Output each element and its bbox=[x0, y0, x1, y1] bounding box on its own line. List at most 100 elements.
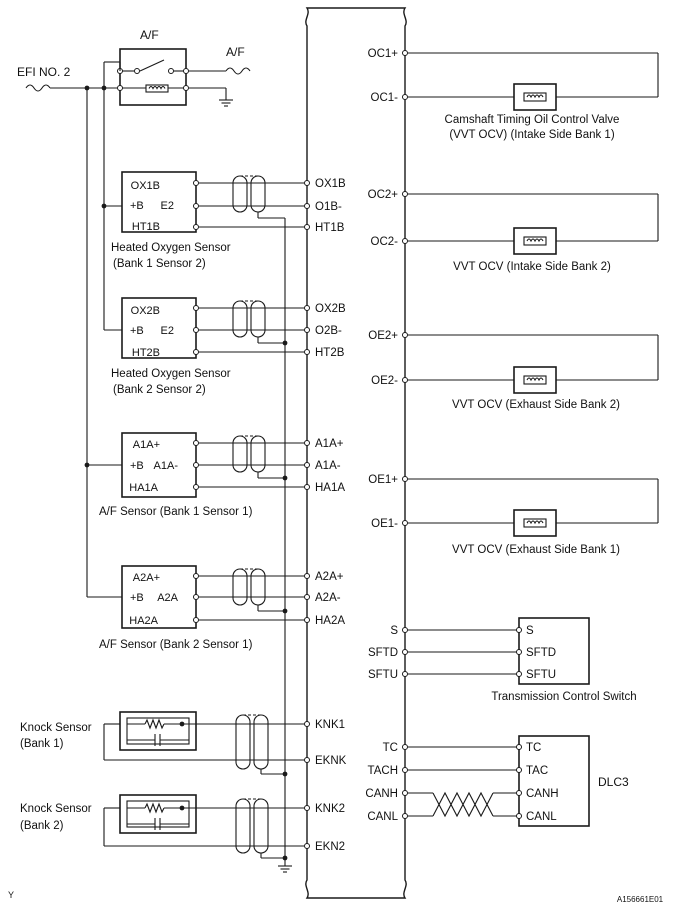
sensor-pin bbox=[193, 617, 199, 623]
switch-pin-label: S bbox=[526, 625, 534, 637]
ecm-pin-label: HT2B bbox=[315, 347, 345, 359]
sensor-name: Heated Oxygen Sensor bbox=[111, 368, 231, 380]
shield-icon bbox=[235, 714, 269, 770]
relay-contact-a bbox=[134, 68, 140, 74]
efi-fuse-icon bbox=[25, 84, 51, 92]
pin-label: OX2B bbox=[131, 305, 160, 317]
capacitor-icon bbox=[127, 818, 189, 830]
ocv-intake-bank2: OC2+ OC2- VVT OCV (Intake Side Bank 2) bbox=[368, 189, 659, 273]
switch-pin-label: SFTU bbox=[526, 669, 556, 681]
sensor-name: Heated Oxygen Sensor bbox=[111, 242, 231, 254]
pin-label: HA2A bbox=[129, 615, 158, 627]
pin-label: HT2B bbox=[132, 347, 160, 359]
plus-b-label: +B bbox=[130, 325, 144, 337]
pin-label: A1A+ bbox=[133, 439, 160, 451]
ecm-pin-label: OE1- bbox=[371, 518, 398, 530]
footer-left: Y bbox=[8, 890, 14, 900]
sensor-ho2-b1s2: OX1B E2 HT1B +B Heated Oxygen Sensor (Ba… bbox=[111, 171, 231, 270]
shield-icon bbox=[232, 175, 266, 213]
figure-code: A156661E01 bbox=[617, 895, 664, 904]
relay-contact-b bbox=[168, 68, 174, 74]
ecm-pin-label: CANL bbox=[367, 811, 398, 823]
pin-label: E2 bbox=[161, 200, 174, 212]
sensor-ho2-b2s2: OX2B E2 HT2B +B Heated Oxygen Sensor (Ba… bbox=[111, 297, 231, 396]
sensor-af-b2s1: A2A+ A2A HA2A +B A/F Sensor (Bank 2 Sens… bbox=[99, 565, 253, 651]
ocv-label: VVT OCV (Intake Side Bank 2) bbox=[453, 261, 611, 273]
sensor-pin bbox=[193, 594, 199, 600]
ecm-pin-label: HA1A bbox=[315, 482, 345, 494]
dlc3-pin-label: TAC bbox=[526, 765, 548, 777]
sensor-pin bbox=[193, 484, 199, 490]
ground-icon bbox=[219, 99, 233, 107]
ecm-pin-label: TC bbox=[383, 742, 398, 754]
ecm-pin-label: HT1B bbox=[315, 222, 345, 234]
relay-pin bbox=[183, 85, 189, 91]
relay-pin bbox=[117, 85, 123, 91]
sensor-pin bbox=[193, 573, 199, 579]
sensor-pin bbox=[193, 180, 199, 186]
ocv-label: Camshaft Timing Oil Control Valve bbox=[445, 114, 620, 126]
sensor-pin bbox=[193, 462, 199, 468]
ground-icon bbox=[278, 865, 292, 873]
relay-box bbox=[119, 48, 187, 106]
ocv-exhaust-bank2: OE2+ OE2- VVT OCV (Exhaust Side Bank 2) bbox=[368, 330, 659, 411]
capacitor-icon bbox=[127, 734, 189, 746]
ecm-pin-label: OE2+ bbox=[368, 330, 398, 342]
ecm-pin-label: OC2- bbox=[371, 236, 399, 248]
relay-switch-arm bbox=[139, 59, 165, 72]
sensor-name: A/F Sensor (Bank 1 Sensor 1) bbox=[99, 506, 253, 518]
ocv-exhaust-bank1: OE1+ OE1- VVT OCV (Exhaust Side Bank 1) bbox=[368, 474, 659, 556]
efi-fuse-label: EFI NO. 2 bbox=[17, 65, 71, 79]
shield-icon bbox=[232, 568, 266, 606]
ecm-body bbox=[305, 7, 407, 899]
junction-dot bbox=[282, 475, 288, 481]
ocv-label: VVT OCV (Exhaust Side Bank 2) bbox=[452, 399, 620, 411]
junction-dot bbox=[282, 771, 288, 777]
pin-label: OX1B bbox=[131, 180, 160, 192]
shield-icon bbox=[235, 798, 269, 854]
sensor-pin bbox=[193, 349, 199, 355]
ecm-pin-label: OX1B bbox=[315, 178, 346, 190]
pin-label: A2A+ bbox=[133, 572, 160, 584]
plus-b-label: +B bbox=[130, 460, 144, 472]
switch-pin-label: SFTD bbox=[526, 647, 556, 659]
dlc3-label: DLC3 bbox=[598, 775, 629, 789]
junction-dot bbox=[282, 340, 288, 346]
sensor-pin bbox=[193, 327, 199, 333]
ecm-pin-label: O2B- bbox=[315, 325, 342, 337]
pin-label: HT1B bbox=[132, 221, 160, 233]
sensor-pin bbox=[193, 440, 199, 446]
ecm-pin-label: EKNK bbox=[315, 755, 347, 767]
sensor-sub: (Bank 1 Sensor 2) bbox=[113, 258, 206, 270]
sensor-pin bbox=[193, 305, 199, 311]
junction-dot bbox=[84, 462, 90, 468]
ecm-pin-label: OX2B bbox=[315, 303, 346, 315]
transmission-control-switch: S SFTD SFTU S SFTD SFTU Transmission Con… bbox=[368, 617, 637, 703]
switch-label: Transmission Control Switch bbox=[491, 691, 636, 703]
plus-b-label: +B bbox=[130, 592, 144, 604]
ocv-label: (VVT OCV) (Intake Side Bank 1) bbox=[449, 129, 614, 141]
knock-sensor-b2 bbox=[119, 794, 197, 834]
ecm-pin-label: OE1+ bbox=[368, 474, 398, 486]
ecm-pin-label: SFTU bbox=[368, 669, 398, 681]
dlc3-pin-label: CANH bbox=[526, 788, 559, 800]
junction-dot bbox=[101, 203, 107, 209]
pin-label: E2 bbox=[161, 325, 174, 337]
ecm-pin-label: OC1+ bbox=[368, 48, 399, 60]
af-fuse-label: A/F bbox=[226, 45, 245, 59]
knock-sub: (Bank 1) bbox=[20, 738, 64, 750]
ecm-pin-label: HA2A bbox=[315, 615, 345, 627]
dlc3-connector: TC TACH CANH CANL TC TAC CANH CANL DLC3 bbox=[365, 735, 629, 827]
relay-coil-winding bbox=[148, 85, 166, 90]
ecm-pin-label: A2A- bbox=[315, 592, 341, 604]
sensor-pin bbox=[193, 224, 199, 230]
ecm-pin-label: A2A+ bbox=[315, 571, 344, 583]
ocv-label: VVT OCV (Exhaust Side Bank 1) bbox=[452, 544, 620, 556]
plus-b-label: +B bbox=[130, 200, 144, 212]
ecm-pin-label: KNK2 bbox=[315, 803, 345, 815]
knock-name: Knock Sensor bbox=[20, 803, 92, 815]
ecm-pin-label: OE2- bbox=[371, 375, 398, 387]
ocv-intake-bank1: OC1+ OC1- Camshaft Timing Oil Control Va… bbox=[368, 48, 659, 141]
ecm-pin-label: OC2+ bbox=[368, 189, 399, 201]
